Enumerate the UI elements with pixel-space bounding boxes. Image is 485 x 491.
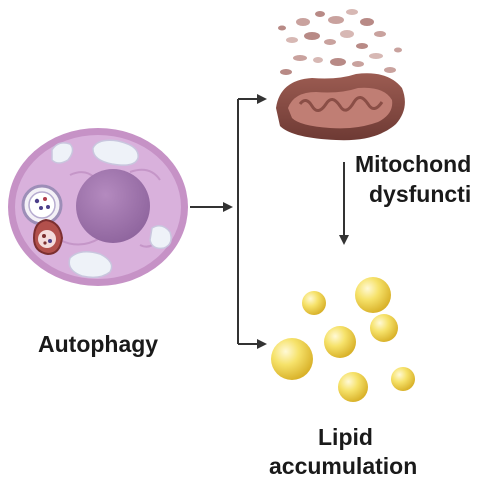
autophagy-cell	[8, 128, 188, 286]
mitochondrial-label-line1: Mitochond	[355, 151, 472, 177]
mito-cristae	[298, 96, 384, 112]
mitochondrion	[276, 9, 405, 141]
nucleus	[76, 169, 150, 243]
arrows	[190, 94, 349, 349]
lipid-droplet	[355, 277, 391, 313]
lipid-droplet	[370, 314, 398, 342]
lipid-droplet	[324, 326, 356, 358]
vesicle	[149, 225, 172, 250]
mito-fragments	[278, 9, 402, 75]
lipid-droplet	[271, 338, 313, 380]
vesicle	[92, 139, 139, 166]
vesicle	[51, 142, 74, 164]
lipid-droplet	[302, 291, 326, 315]
lipid-droplets	[271, 277, 415, 402]
autophagy-label: Autophagy	[38, 331, 159, 357]
lipid-droplet	[338, 372, 368, 402]
lipid-droplet	[391, 367, 415, 391]
mitochondrial-label-line2: dysfuncti	[369, 181, 472, 207]
vesicle	[68, 251, 113, 279]
lipid-label-line1: Lipid	[318, 424, 373, 450]
lipid-label-line2: accumulation	[269, 453, 418, 479]
